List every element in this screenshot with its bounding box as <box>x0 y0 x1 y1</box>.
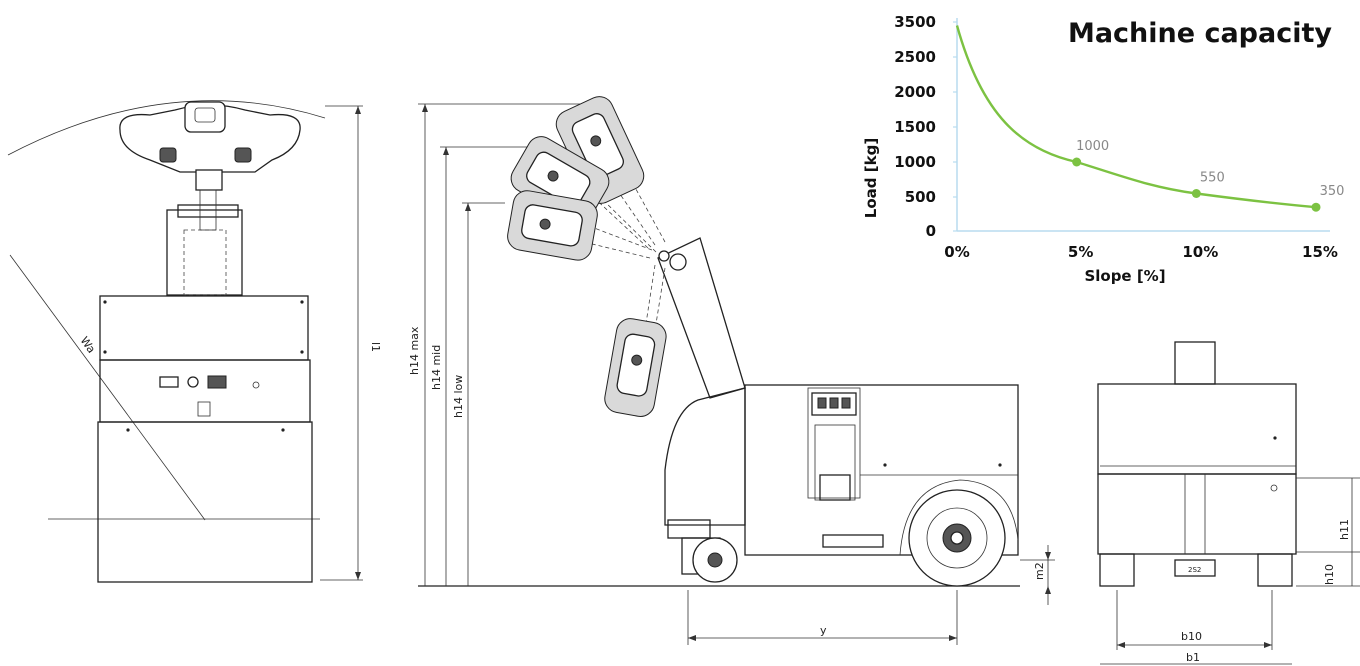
label-y: y <box>820 624 827 637</box>
y-axis-label: Load [kg] <box>862 138 880 218</box>
front-view: 2S2 h11 h10 b10 b1 <box>1097 341 1360 665</box>
x-tick-label: 0% <box>944 243 969 261</box>
x-tick-label: 10% <box>1182 243 1218 261</box>
tiller-column-side <box>657 237 746 399</box>
machine-body-side <box>664 384 1019 556</box>
y-tick-label: 1500 <box>894 118 936 136</box>
tiller-head-top <box>119 101 301 191</box>
turning-arc <box>7 100 326 156</box>
dim-h14: h14 max h14 mid h14 low <box>408 103 580 586</box>
label-h14-low: h14 low <box>452 375 465 418</box>
label-h14-max: h14 max <box>408 326 421 375</box>
label-plate: 2S2 <box>1188 566 1201 574</box>
chassis-top <box>97 295 313 583</box>
capacity-chart: Machine capacity 0 500 1000 1500 2000 2500 350… <box>862 13 1344 285</box>
dim-l1: l1 <box>320 105 382 581</box>
y-tick-label: 3500 <box>894 13 936 31</box>
data-point <box>1191 189 1201 198</box>
drive-wheel <box>899 479 1019 587</box>
data-point <box>1311 202 1321 212</box>
label-h11: h11 <box>1338 519 1351 540</box>
dim-y: y <box>687 590 958 645</box>
label-h10: h10 <box>1323 564 1336 585</box>
data-label: 350 <box>1320 184 1345 199</box>
y-tick-label: 500 <box>905 188 936 206</box>
data-label: 1000 <box>1076 139 1109 154</box>
y-tick-label: 0 <box>926 222 936 240</box>
label-m2: m2 <box>1033 562 1046 580</box>
side-view: h14 max h14 mid h14 low <box>408 96 1055 645</box>
label-b1: b1 <box>1186 651 1200 664</box>
y-tick-label: 2500 <box>894 48 936 66</box>
data-label: 550 <box>1200 171 1225 186</box>
castor-wheel <box>667 519 738 583</box>
chart-title: Machine capacity <box>1068 18 1332 49</box>
x-axis-label: Slope [%] <box>1084 267 1165 285</box>
wa-diagonal <box>9 254 206 521</box>
x-tick-label: 15% <box>1302 243 1338 261</box>
y-tick-label: 2000 <box>894 83 936 101</box>
label-h14-mid: h14 mid <box>430 345 443 390</box>
label-b10: b10 <box>1181 630 1202 643</box>
dim-h11-h10: h11 h10 <box>1296 477 1360 587</box>
series-line-capacity <box>955 25 1317 209</box>
label-wa: Wa <box>78 334 98 355</box>
data-point <box>1072 157 1082 167</box>
top-view: Wa <box>7 100 382 583</box>
tiller-column-top <box>166 189 243 296</box>
dim-b10-b1: b10 b1 <box>1100 590 1292 665</box>
tiller-positions <box>507 96 667 417</box>
x-tick-label: 5% <box>1068 243 1093 261</box>
y-tick-label: 1000 <box>894 153 936 171</box>
label-l1: l1 <box>369 342 382 352</box>
dim-m2: m2 <box>1020 545 1055 605</box>
